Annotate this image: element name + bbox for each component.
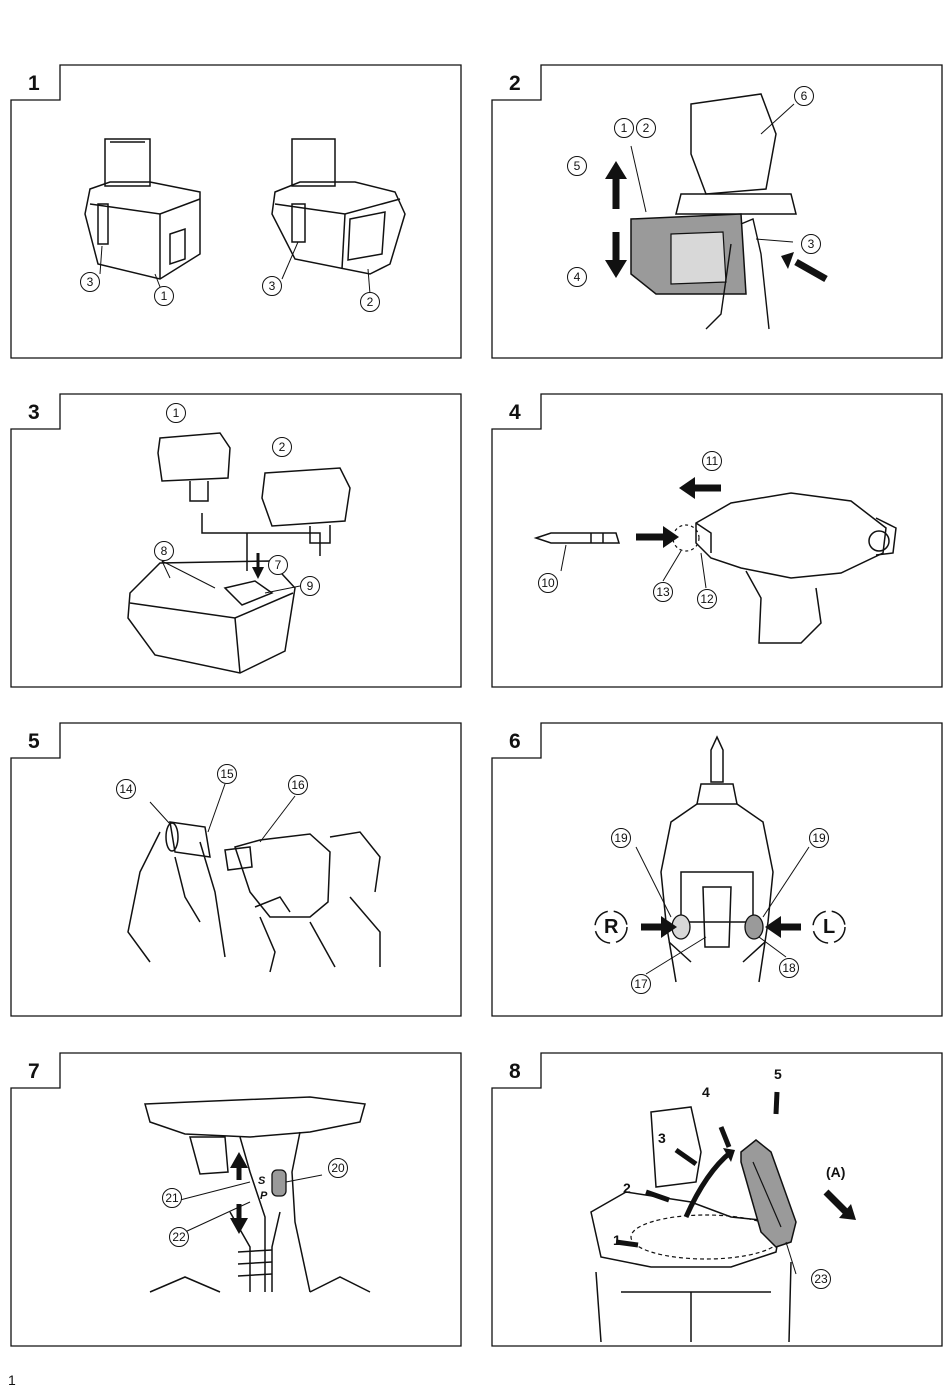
panel-number: 2 [509,72,521,95]
figure-panel-1: 1 3 1 3 2 [10,64,462,359]
callout-3: 3 [80,272,100,292]
callout-19-right: 19 [809,828,829,848]
direction-label: (A) [826,1164,846,1180]
callout-2: 2 [272,437,292,457]
panel-number: 3 [28,401,40,424]
panel-number: 5 [28,730,40,753]
callout-18: 18 [779,958,799,978]
figure-panel-3: 3 1 2 8 7 9 [10,393,462,688]
callout-7: 7 [268,555,288,575]
callout-13: 13 [653,582,673,602]
panel-frame [10,393,462,688]
callout-12: 12 [697,589,717,609]
callout-14: 14 [116,779,136,799]
bit-insertion-illustration [533,477,897,644]
callout-2: 2 [636,118,656,138]
figure-panel-2: 2 1 2 6 5 3 4 [491,64,943,359]
panel-frame [491,64,943,359]
panel-frame [10,1052,462,1347]
callout-10: 10 [538,573,558,593]
callout-5: 5 [567,156,587,176]
callout-23: 23 [811,1269,831,1289]
callout-2: 2 [360,292,380,312]
panel-number: 7 [28,1060,40,1083]
panel-frame [10,722,462,1017]
panel-frame [491,1052,943,1347]
figure-panel-4: 4 11 10 13 12 [491,393,943,688]
panel-frame [491,393,943,688]
callout-22: 22 [169,1227,189,1247]
callout-16: 16 [288,775,308,795]
step-label-1: 1 [613,1232,621,1248]
step-label-4: 4 [702,1084,710,1100]
power-switch-illustration [144,1096,371,1293]
panel-number: 6 [509,730,521,753]
rotation-switch-illustration [594,735,846,983]
panel-number: 4 [509,401,521,424]
belt-hook-illustration [590,1091,856,1343]
callout-1: 1 [614,118,634,138]
callout-17: 17 [631,974,651,994]
page-number: 1 [8,1372,16,1388]
panel-frame [491,722,943,1017]
panel-number: 1 [28,72,40,95]
panel-frame [10,64,462,359]
step-label-3: 3 [658,1130,666,1146]
figure-panel-6: 6 R L 19 19 17 18 [491,722,943,1017]
step-label-5: 5 [774,1066,782,1082]
callout-8: 8 [154,541,174,561]
callout-11: 11 [702,451,722,471]
battery-illustration [84,138,406,295]
battery-removal-illustration [605,93,828,330]
socket-attachment-illustration [127,783,381,973]
callout-19-left: 19 [611,828,631,848]
rotation-right-label: R [604,916,619,938]
switch-letter-p: P [260,1190,268,1202]
callout-3b: 3 [262,276,282,296]
callout-15: 15 [217,764,237,784]
panel-number: 8 [509,1060,521,1083]
step-label-2: 2 [623,1180,631,1196]
rotation-left-label: L [823,916,836,938]
callout-20: 20 [328,1158,348,1178]
figure-panel-7: 7 S P 20 21 22 [10,1052,462,1347]
callout-6: 6 [794,86,814,106]
switch-letter-s: S [258,1175,266,1187]
callout-9: 9 [300,576,320,596]
callout-3: 3 [801,234,821,254]
charger-illustration [127,432,351,674]
callout-1: 1 [166,403,186,423]
figure-panel-5: 5 14 15 16 [10,722,462,1017]
callout-21: 21 [162,1188,182,1208]
figure-panel-8: 8 1 2 3 4 5 (A) 23 [491,1052,943,1347]
callout-4: 4 [567,267,587,287]
callout-1: 1 [154,286,174,306]
